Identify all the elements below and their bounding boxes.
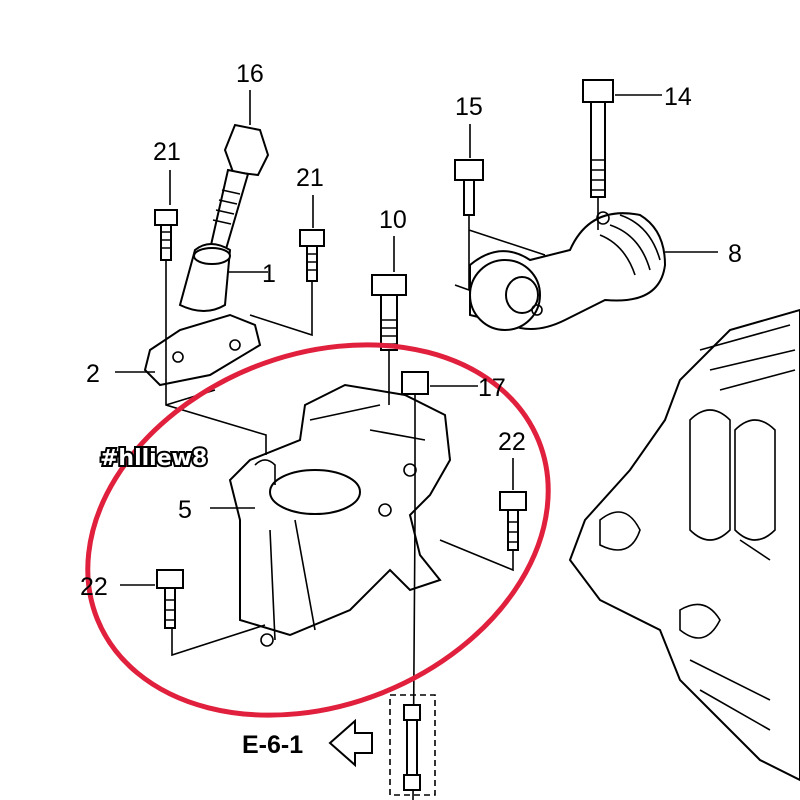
part-22-bolt-left [156,569,184,629]
part-21-bolt-right [299,229,325,282]
part-16-bolt [209,123,270,251]
callout-10: 10 [379,206,407,234]
callout-21: 21 [296,164,324,192]
callout-16: 16 [236,60,264,88]
part-5-mount-bracket [228,383,452,647]
engine-block [568,308,800,782]
part-22-bolt-right [499,491,527,551]
part-15-bolt [454,159,484,216]
part-10-bolt [371,274,407,351]
callout-22: 22 [498,428,526,456]
reference-label: E-6-1 [242,731,303,759]
callout-21: 21 [153,138,181,166]
callout-17: 17 [478,374,506,402]
part-1-bushing [178,243,232,312]
callout-15: 15 [455,93,483,121]
part-14-bolt [582,79,614,198]
highlight-circle [85,342,551,718]
part-17-nut [401,371,429,395]
part-2-bracket [143,313,262,387]
callout-8: 8 [728,240,742,268]
leader-lines [115,90,718,800]
callout-1: 1 [262,260,276,288]
callout-5: 5 [178,496,192,524]
callout-2: 2 [86,360,100,388]
callout-22: 22 [80,573,108,601]
part-8-torque-rod [469,211,667,331]
watermark: #hlliew8 [100,446,207,471]
part-21-bolt-left [154,209,178,261]
reference-arrow: E-6-1 [242,718,373,768]
callout-14: 14 [664,83,692,111]
